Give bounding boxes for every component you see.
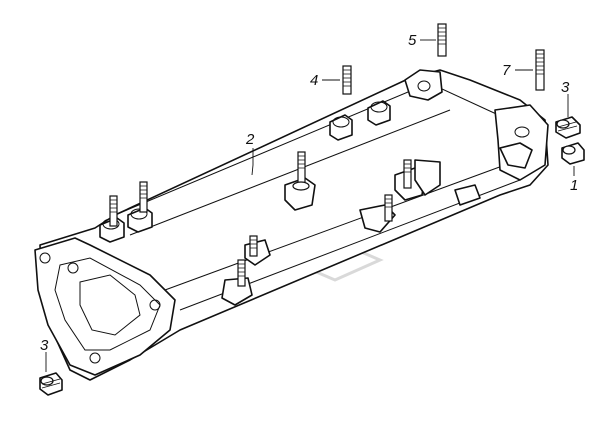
- plug-3-right: [555, 116, 581, 139]
- callout-5: 5: [408, 32, 417, 49]
- stud-left-b: [109, 195, 118, 227]
- stud-7: [535, 49, 545, 91]
- stud-right-a: [403, 159, 412, 189]
- stud-4: [342, 65, 352, 95]
- stud-left-a: [139, 181, 148, 213]
- stud-lower-b: [237, 259, 246, 287]
- stud-center: [292, 151, 310, 191]
- stud-lower-a: [249, 235, 258, 257]
- leader-lines: [45, 39, 575, 372]
- stud-5: [437, 23, 447, 57]
- plug-1: [561, 142, 585, 165]
- stud-right-b: [384, 194, 393, 222]
- callout-2: 2: [245, 131, 255, 148]
- plug-3-left: [39, 372, 63, 396]
- callout-3-left: 3: [40, 337, 49, 354]
- callout-7: 7: [502, 62, 511, 79]
- callout-1: 1: [570, 177, 578, 194]
- callout-4: 4: [310, 72, 318, 89]
- callout-3-right: 3: [561, 79, 570, 96]
